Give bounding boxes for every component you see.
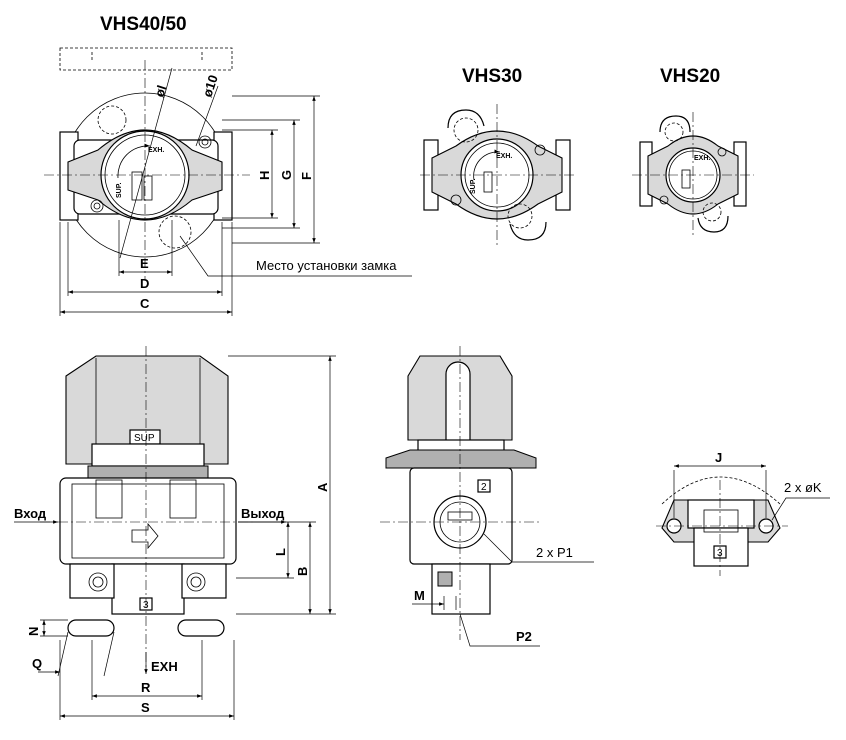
port-2-label: 2 — [481, 482, 487, 493]
screw-icon — [659, 195, 669, 205]
outlet-label: Выход — [241, 506, 285, 521]
screw-icon — [534, 144, 546, 156]
valve-body-front — [59, 477, 237, 565]
dim-L: L — [273, 548, 288, 556]
dim-phi-10: ø10 — [200, 73, 221, 99]
dim-E: E — [140, 256, 149, 271]
lock-location-outline — [158, 215, 192, 249]
dim-D: D — [140, 276, 149, 291]
front-view: SUP 3 Вход Выход — [14, 346, 336, 720]
dim-Q: Q — [32, 656, 42, 671]
knob-exh-label: EXH. — [148, 147, 164, 154]
lock-location-label: Место установки замка — [256, 258, 397, 273]
vhs30-top-view: VHS30 EXH. SUP. — [420, 66, 576, 246]
flow-direction-icon — [131, 522, 159, 550]
dim-R: R — [141, 680, 151, 695]
dim-G: G — [279, 170, 294, 180]
title-vhs4050: VHS40/50 — [100, 14, 187, 35]
screw-icon — [186, 572, 206, 592]
dim-B: B — [295, 567, 310, 576]
inlet-label: Вход — [14, 506, 47, 521]
dim-S: S — [141, 700, 150, 715]
bracket-detail: 3 J 2 x øK — [656, 450, 830, 576]
dim-N: N — [26, 627, 41, 636]
dim-A: A — [315, 482, 330, 492]
exh-label: EXH — [151, 659, 178, 674]
screw-icon — [90, 199, 104, 213]
title-vhs30: VHS30 — [462, 66, 522, 87]
dim-two-p1: 2 x P1 — [536, 545, 573, 560]
vhs20-top-view: VHS20 EXH. — [632, 66, 754, 238]
sup-label: SUP — [134, 433, 155, 444]
dim-C: C — [140, 296, 150, 311]
screw-icon — [450, 194, 462, 206]
mounting-slot-left — [67, 619, 115, 637]
rotation-arrow — [117, 143, 151, 179]
screw-icon — [717, 147, 727, 157]
mounting-slot-right — [177, 619, 225, 637]
svg-text:EXH.: EXH. — [496, 153, 512, 160]
dim-phi-l: øl — [152, 83, 170, 99]
svg-text:EXH.: EXH. — [694, 155, 710, 162]
knob-cap-side — [65, 355, 229, 465]
side-view: 2 2 x P1 M P2 — [380, 346, 594, 647]
padlock-clearance-outline — [59, 47, 233, 71]
screw-icon — [88, 572, 108, 592]
dim-two-phi-K: 2 x øK — [784, 480, 822, 495]
screw-icon — [198, 135, 212, 149]
dim-P2: P2 — [516, 629, 532, 644]
svg-text:SUP.: SUP. — [470, 179, 477, 194]
dim-J: J — [715, 450, 722, 465]
vhs4050-top-view: VHS40/50 EXH. SUP. øl — [44, 14, 412, 316]
title-vhs20: VHS20 — [660, 66, 720, 87]
knob-sup-label: SUP. — [116, 183, 123, 198]
dim-H: H — [257, 171, 272, 180]
dim-M: M — [414, 588, 425, 603]
dim-F: F — [299, 172, 314, 180]
